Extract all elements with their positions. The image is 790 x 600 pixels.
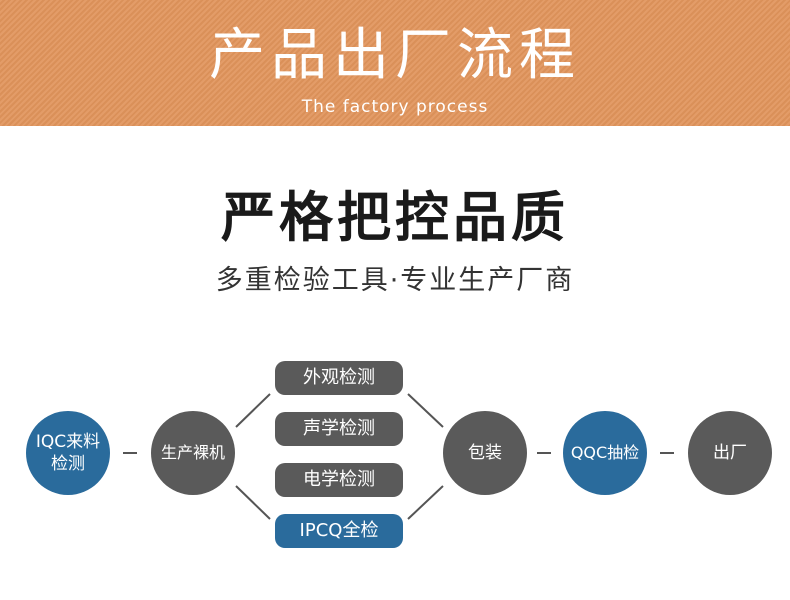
connector-ipcq-to-packing xyxy=(407,485,444,520)
flow-node-production-label: 生产裸机 xyxy=(160,443,225,462)
connector-appearance-to-packing xyxy=(407,393,444,428)
flow-node-shipment-label: 出厂 xyxy=(713,443,747,463)
inspection-acoustic: 声学检测 xyxy=(275,412,403,446)
inspection-appearance-label: 外观检测 xyxy=(303,367,375,388)
banner-title: 产品出厂流程 xyxy=(209,23,581,88)
flow-node-qqc-label: QQC抽检 xyxy=(570,443,640,462)
flow-node-iqc: IQC来料检测 xyxy=(26,411,110,495)
connector-dash-1 xyxy=(123,452,137,454)
inspection-ipcq: IPCQ全检 xyxy=(275,514,403,548)
flow-node-packing: 包装 xyxy=(443,411,527,495)
connector-machine-to-ipcq xyxy=(235,485,271,520)
connector-dash-3 xyxy=(660,452,674,454)
headline: 严格把控品质 xyxy=(221,186,569,249)
banner-subtitle: The factory process xyxy=(301,97,489,117)
flow-node-iqc-label: IQC来料检测 xyxy=(35,432,101,474)
flow-node-qqc: QQC抽检 xyxy=(563,411,647,495)
connector-machine-to-appearance xyxy=(235,393,271,428)
inspection-electrical: 电学检测 xyxy=(275,463,403,497)
connector-dash-2 xyxy=(537,452,551,454)
flow-node-packing-label: 包装 xyxy=(468,443,502,463)
header-banner: 产品出厂流程 The factory process xyxy=(0,0,790,126)
tagline: 多重检验工具·专业生产厂商 xyxy=(215,265,575,296)
inspection-ipcq-label: IPCQ全检 xyxy=(299,520,379,541)
inspection-acoustic-label: 声学检测 xyxy=(303,418,375,439)
flow-node-production: 生产裸机 xyxy=(151,411,235,495)
inspection-appearance: 外观检测 xyxy=(275,361,403,395)
inspection-electrical-label: 电学检测 xyxy=(303,469,375,490)
flow-node-shipment: 出厂 xyxy=(688,411,772,495)
